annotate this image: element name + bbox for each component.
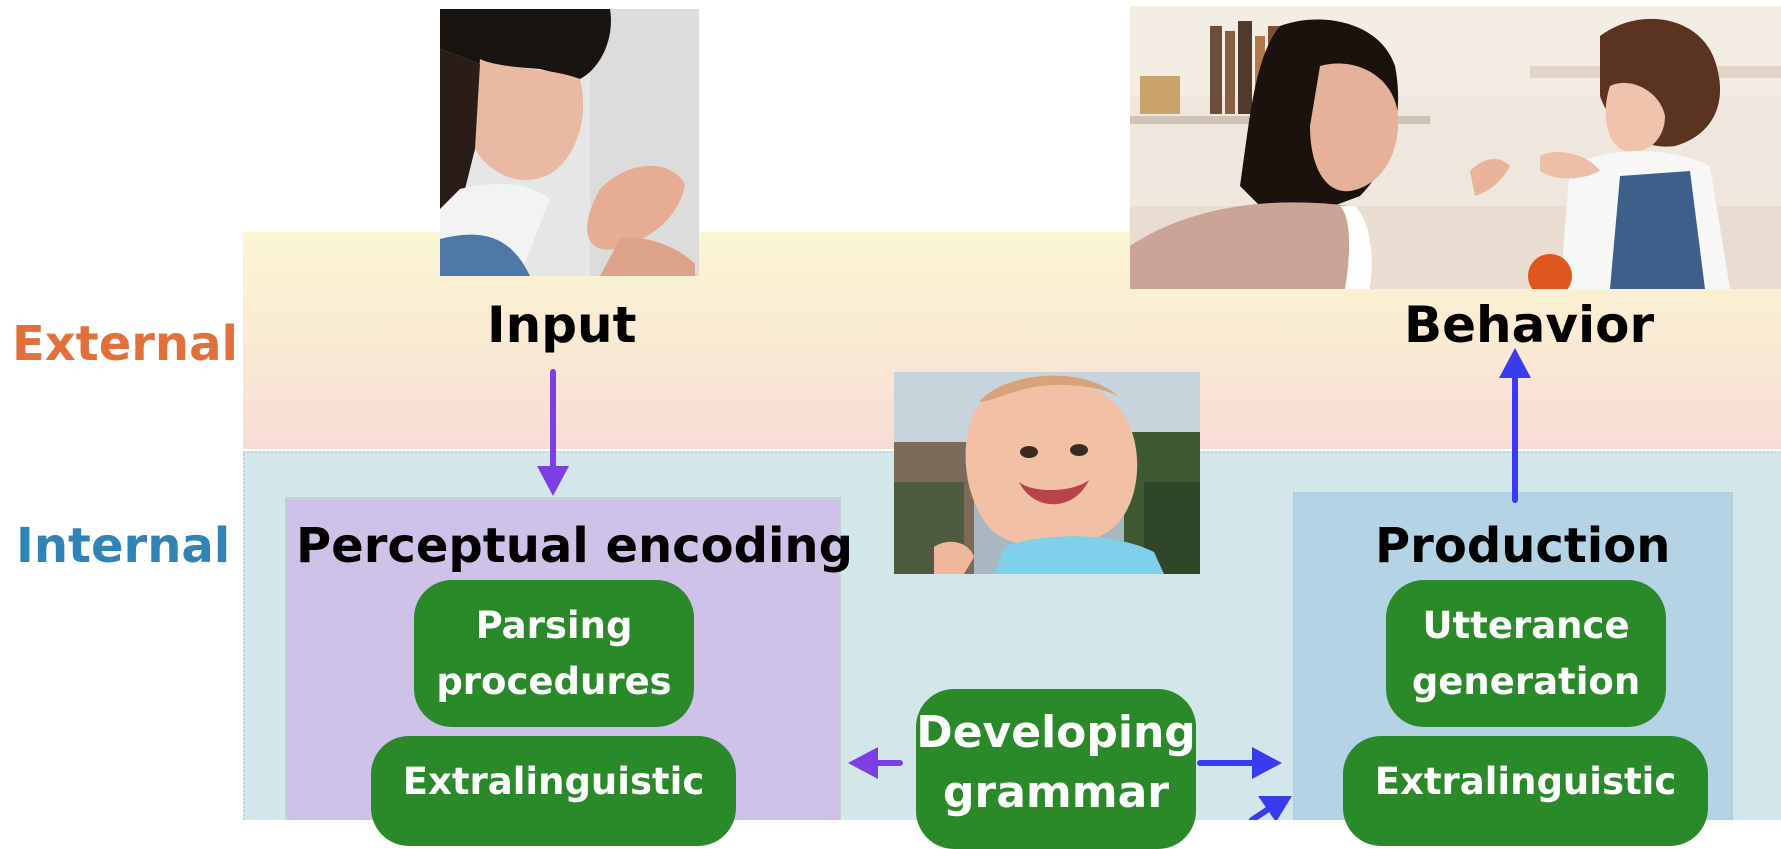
production-extralinguistic-label: Extralinguistic	[1374, 760, 1677, 803]
internal-row-label: Internal	[16, 518, 231, 574]
behavior-label: Behavior	[1404, 296, 1655, 354]
input-label: Input	[487, 296, 637, 354]
parsing-line-2: procedures	[436, 659, 672, 703]
parsing-procedures-box: Parsing procedures	[414, 580, 694, 727]
input-photo	[440, 9, 699, 276]
perceptual-encoding-title: Perceptual encoding	[296, 518, 853, 574]
grammar-line-1: Developing	[916, 707, 1196, 758]
developing-grammar-box: Developing grammar	[916, 689, 1196, 849]
child-photo	[894, 372, 1200, 574]
utterance-line-1: Utterance	[1422, 603, 1630, 647]
external-row-label: External	[12, 316, 238, 372]
grammar-line-2: grammar	[943, 767, 1169, 818]
behavior-photo	[1130, 6, 1781, 289]
utterance-line-2: generation	[1411, 659, 1641, 703]
production-extralinguistic-box: Extralinguistic	[1343, 736, 1708, 846]
perceptual-extralinguistic-label: Extralinguistic	[402, 760, 705, 803]
parsing-line-1: Parsing	[475, 603, 633, 647]
utterance-generation-box: Utterance generation	[1386, 580, 1666, 727]
perceptual-extralinguistic-box: Extralinguistic	[371, 736, 736, 846]
production-title: Production	[1375, 518, 1671, 574]
